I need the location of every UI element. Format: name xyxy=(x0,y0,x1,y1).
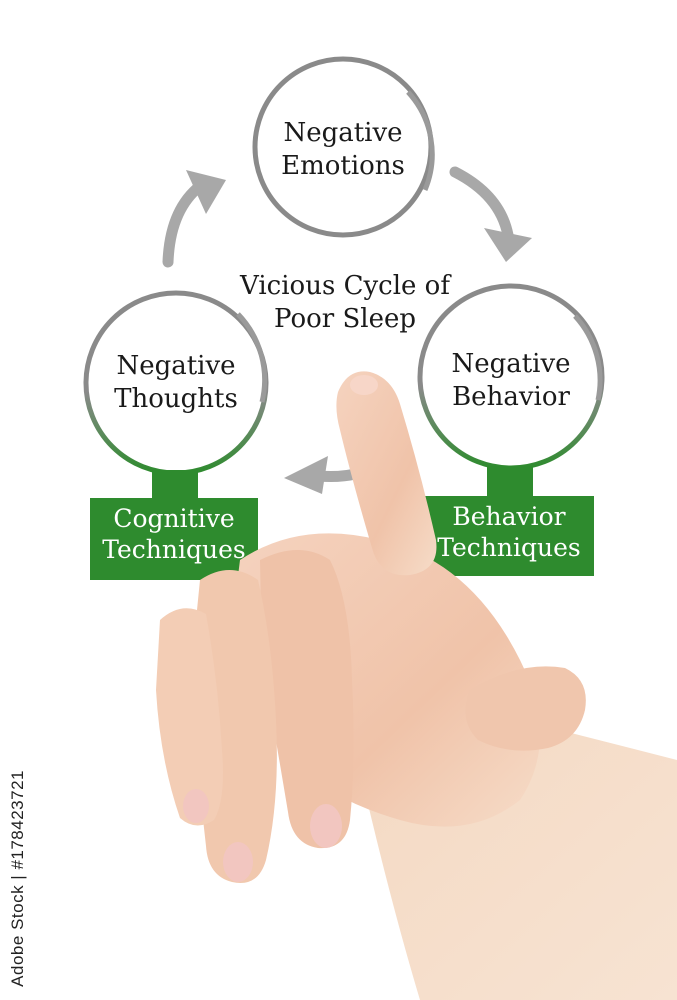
label-line-1: Negative xyxy=(283,118,403,148)
arrow-emotions-to-behavior xyxy=(449,166,532,262)
box-cognitive-techniques xyxy=(90,498,258,580)
diagram-title: Vicious Cycle of Poor Sleep xyxy=(215,270,475,335)
label-negative-emotions: Negative Emotions xyxy=(258,117,428,182)
box-line-2: Techniques xyxy=(437,533,581,563)
label-cognitive-techniques: Cognitive Techniques xyxy=(89,503,259,566)
label-line-2: Behavior xyxy=(452,381,570,412)
label-negative-thoughts: Negative Thoughts xyxy=(91,350,261,415)
label-behavior-techniques: Behavior Techniques xyxy=(424,501,594,564)
title-line-1: Vicious Cycle of xyxy=(240,271,450,301)
stock-watermark: Adobe Stock | #178423721 xyxy=(8,770,27,987)
label-line-1: Negative xyxy=(451,349,571,379)
label-line-2: Emotions xyxy=(281,150,405,181)
box-line-2: Techniques xyxy=(102,535,246,565)
connector-cognitive xyxy=(152,470,198,500)
box-behavior-techniques xyxy=(424,496,594,576)
pointing-hand-photo xyxy=(156,371,677,1000)
label-negative-behavior: Negative Behavior xyxy=(426,348,596,413)
label-line-1: Negative xyxy=(116,351,236,381)
title-line-2: Poor Sleep xyxy=(274,303,416,334)
label-line-2: Thoughts xyxy=(114,383,238,414)
box-line-1: Behavior xyxy=(452,502,566,531)
connector-behavior xyxy=(487,466,533,498)
box-line-1: Cognitive xyxy=(113,504,235,533)
node-negative-emotions xyxy=(252,56,435,238)
arrow-thoughts-to-emotions xyxy=(162,170,226,268)
